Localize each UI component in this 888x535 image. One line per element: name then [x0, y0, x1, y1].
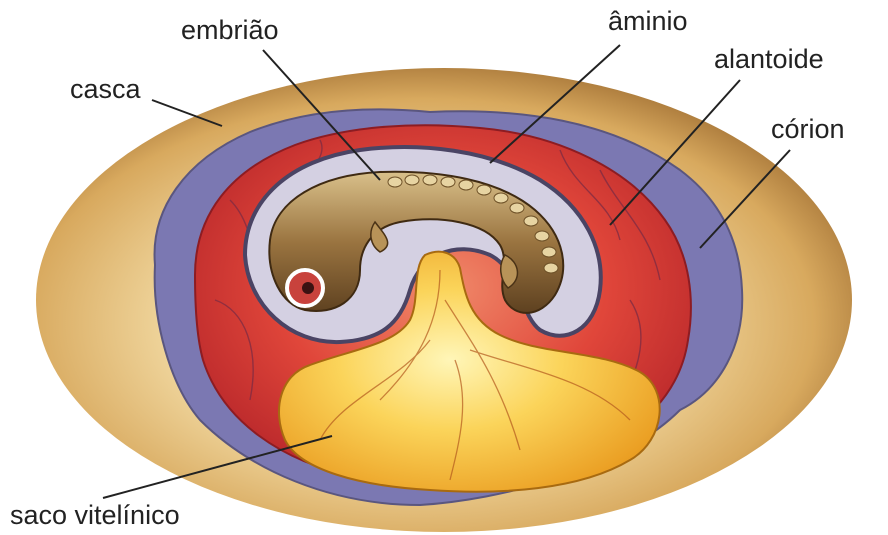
embryo-pupil: [302, 282, 314, 294]
label-saco-vitelinico: saco vitelínico: [10, 502, 180, 529]
label-alantoide: alantoide: [714, 46, 824, 73]
label-corion: córion: [771, 116, 845, 143]
label-casca: casca: [70, 76, 141, 103]
label-aminio: âminio: [608, 8, 688, 35]
label-embriao: embrião: [181, 17, 279, 44]
